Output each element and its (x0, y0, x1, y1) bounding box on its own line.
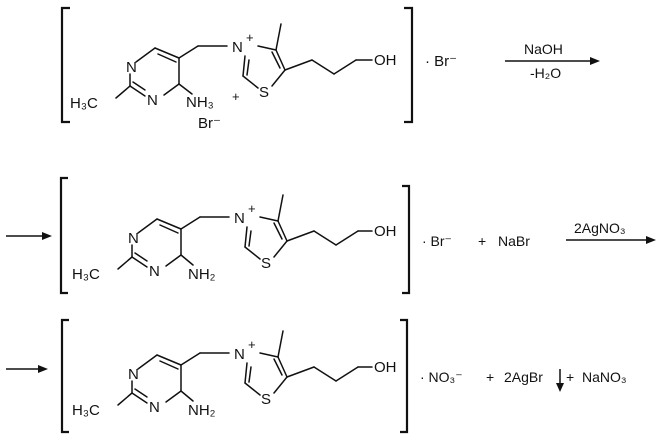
left-bracket (60, 6, 70, 124)
right-bracket (402, 184, 411, 295)
ring-nitrogen-1: N (128, 366, 139, 383)
pyrimidine-ring (117, 216, 230, 270)
arrow-1-condition: -H₂O (530, 65, 561, 81)
inner-counterion: Br⁻ (198, 115, 221, 132)
thiazolium-charge: + (246, 30, 254, 45)
hydroxyl-group: OH (374, 52, 397, 69)
methyl-group: H₃C (72, 402, 100, 419)
thiazole-sulfur: S (259, 84, 269, 101)
reaction-arrow-2: 2AgNO₃ (566, 220, 656, 244)
thiazole-sulfur: S (261, 255, 271, 272)
hydroxyl-group: OH (374, 223, 397, 240)
thiazolium-charge: + (248, 201, 256, 216)
entry-arrow-3 (6, 365, 48, 373)
thiazolium-charge: + (248, 337, 256, 352)
thiazole-sulfur: S (261, 391, 271, 408)
byproduct-nano3: NaNO₃ (582, 369, 627, 385)
structure-1: N N H₃C NH₃ + Br⁻ N + S OH · Br⁻ (60, 6, 457, 132)
reaction-arrow-1: NaOH -H₂O (505, 41, 600, 81)
right-bracket (404, 6, 414, 124)
thiazolium-nitrogen: N (232, 39, 243, 56)
precipitate-agbr: 2AgBr (504, 369, 543, 385)
right-bracket (400, 318, 409, 434)
amino-group: NH₂ (188, 266, 216, 283)
left-bracket (60, 318, 69, 434)
ring-nitrogen-2: N (149, 399, 160, 416)
pyrimidine-ring (115, 45, 228, 99)
ring-nitrogen-1: N (128, 230, 139, 247)
thiazolium-nitrogen: N (234, 210, 245, 227)
structure-3: N N H₃C NH₂ N + S OH · NO₃⁻ + 2AgBr + (60, 318, 627, 434)
hydroxyl-group: OH (374, 359, 397, 376)
outer-counterion: · Br⁻ (425, 53, 457, 70)
ring-nitrogen-1: N (126, 59, 137, 76)
ammonium-charge: + (232, 89, 240, 104)
arrow-2-reagent: 2AgNO₃ (574, 220, 626, 236)
plus-sign: + (478, 233, 486, 249)
outer-counterion: · NO₃⁻ (420, 369, 463, 385)
thiazolium-ring (244, 194, 373, 260)
thiazolium-ring (244, 330, 373, 396)
precipitate-down-arrow-icon (556, 369, 564, 392)
plus-sign-1: + (486, 369, 494, 385)
ring-nitrogen-2: N (149, 263, 160, 280)
structure-2: N N H₃C NH₂ N + S OH · Br⁻ + NaBr (59, 176, 530, 295)
entry-arrow-2 (6, 232, 52, 240)
left-bracket (59, 176, 68, 295)
methyl-group: H₃C (70, 95, 98, 112)
thiazolium-nitrogen: N (234, 346, 245, 363)
amino-group: NH₂ (188, 402, 216, 419)
arrow-1-reagent: NaOH (524, 41, 563, 57)
outer-counterion: · Br⁻ (422, 233, 452, 249)
ring-nitrogen-2: N (147, 92, 158, 109)
byproduct-nabr: NaBr (498, 233, 530, 249)
ammonium-group: NH₃ (186, 94, 214, 111)
plus-sign-2: + (566, 369, 574, 385)
thiazolium-ring (242, 23, 373, 89)
pyrimidine-ring (117, 352, 230, 406)
methyl-group: H₃C (72, 266, 100, 283)
